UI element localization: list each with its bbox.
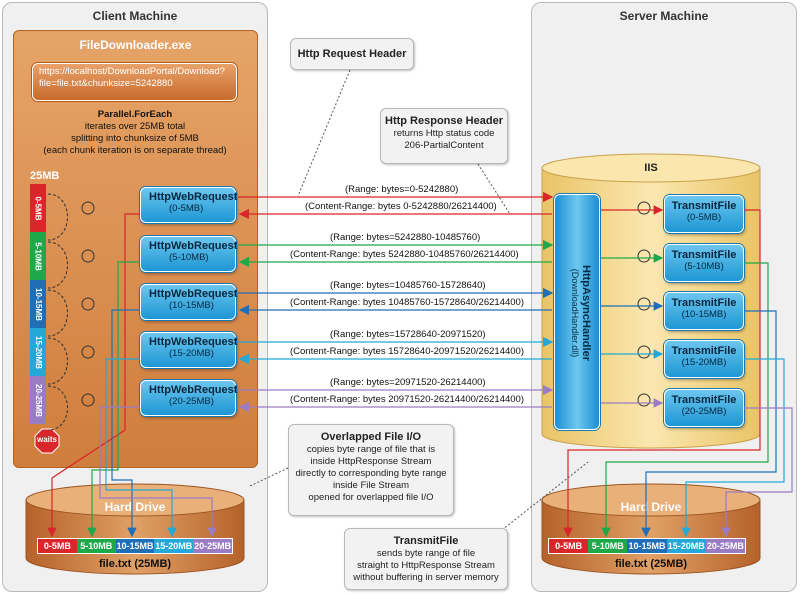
content-range-label-2: (Content-Range: bytes 10485760-15728640/… <box>290 297 524 308</box>
transmit-file-5-10[interactable]: TransmitFile (5-10MB) <box>664 244 744 282</box>
chunk-5-10: 5-10MB <box>30 232 46 280</box>
http-web-request-5-10[interactable]: HttpWebRequest (5-10MB) <box>140 236 237 272</box>
chunk-10-15: 10-15MB <box>30 280 46 328</box>
content-range-label-1: (Content-Range: bytes 5242880-10485760/2… <box>290 249 519 260</box>
http-web-request-20-25[interactable]: HttpWebRequest (20-25MB) <box>140 380 237 416</box>
transmit-file-10-15[interactable]: TransmitFile (10-15MB) <box>664 292 744 330</box>
pf-line-2: splitting into chunksize of 5MB <box>71 133 199 144</box>
client-seg-0-5: 0-5MB <box>38 539 77 553</box>
overlapped-file-io-callout: Overlapped File I/O copies byte range of… <box>288 424 454 516</box>
http-web-request-0-5[interactable]: HttpWebRequest (0-5MB) <box>140 187 237 223</box>
server-file-segments: 0-5MB 5-10MB 10-15MB 15-20MB 20-25MB <box>548 538 746 554</box>
download-url: https://localhost/DownloadPortal/Downloa… <box>32 63 237 101</box>
server-machine-title: Server Machine <box>619 9 709 23</box>
server-hard-drive <box>541 483 761 575</box>
thread-loop-arcs <box>47 193 95 431</box>
server-loop-icons <box>637 201 651 407</box>
chunk-15-20: 15-20MB <box>30 328 46 376</box>
url-line-2: file=file.txt&chunksize=5242880 <box>39 78 173 89</box>
range-label-3: (Range: bytes=15728640-20971520) <box>330 329 486 340</box>
client-machine-title: Client Machine <box>92 9 178 23</box>
range-label-0: (Range: bytes=0-5242880) <box>345 184 459 195</box>
waits-stop-icon <box>34 428 60 454</box>
parallel-foreach-desc: Parallel.ForEach iterates over 25MB tota… <box>25 109 245 157</box>
server-seg-5-10: 5-10MB <box>588 539 628 553</box>
server-seg-10-15: 10-15MB <box>627 539 667 553</box>
http-request-header-callout: Http Request Header <box>290 38 414 70</box>
http-web-request-10-15[interactable]: HttpWebRequest (10-15MB) <box>140 284 237 320</box>
content-range-label-3: (Content-Range: bytes 15728640-20971520/… <box>290 346 524 357</box>
transmit-file-0-5[interactable]: TransmitFile (0-5MB) <box>664 195 744 233</box>
client-seg-15-20: 15-20MB <box>154 539 194 553</box>
server-seg-20-25: 20-25MB <box>705 539 746 553</box>
pf-title: Parallel.ForEach <box>97 109 173 120</box>
client-seg-5-10: 5-10MB <box>76 539 116 553</box>
client-seg-20-25: 20-25MB <box>193 539 232 553</box>
total-size-label: 25MB <box>30 170 60 182</box>
app-title: FileDownloader.exe <box>79 38 192 52</box>
content-range-label-0: (Content-Range: bytes 0-5242880/26214400… <box>305 201 497 212</box>
http-response-header-callout: Http Response Header returns Http status… <box>380 108 508 164</box>
client-seg-10-15: 10-15MB <box>115 539 155 553</box>
range-label-2: (Range: bytes=10485760-15728640) <box>330 280 486 291</box>
chunk-20-25: 20-25MB <box>30 376 46 424</box>
chunk-0-5: 0-5MB <box>30 184 46 232</box>
url-line-1: https://localhost/DownloadPortal/Downloa… <box>39 66 225 77</box>
waits-label: waits <box>36 435 57 444</box>
pf-line-3: (each chunk iteration is on separate thr… <box>43 145 227 156</box>
server-seg-0-5: 0-5MB <box>549 539 589 553</box>
client-file-label: file.txt (25MB) <box>98 558 172 570</box>
http-web-request-15-20[interactable]: HttpWebRequest (15-20MB) <box>140 332 237 368</box>
client-hard-drive-title: Hard Drive <box>104 500 166 514</box>
server-file-label: file.txt (25MB) <box>614 558 688 570</box>
range-label-1: (Range: bytes=5242880-10485760) <box>330 232 481 243</box>
transmitfile-callout: TransmitFile sends byte range of file st… <box>344 528 508 590</box>
http-async-handler[interactable] <box>554 194 600 430</box>
server-hard-drive-title: Hard Drive <box>620 500 682 514</box>
transmit-file-15-20[interactable]: TransmitFile (15-20MB) <box>664 340 744 378</box>
client-file-segments: 0-5MB 5-10MB 10-15MB 15-20MB 20-25MB <box>37 538 233 554</box>
pf-line-1: iterates over 25MB total <box>84 121 186 132</box>
content-range-label-4: (Content-Range: bytes 20971520-26214400/… <box>290 394 524 405</box>
server-seg-15-20: 15-20MB <box>666 539 706 553</box>
transmit-file-20-25[interactable]: TransmitFile (20-25MB) <box>664 389 744 427</box>
range-label-4: (Range: bytes=20971520-26214400) <box>330 377 486 388</box>
iis-label: IIS <box>644 162 658 174</box>
